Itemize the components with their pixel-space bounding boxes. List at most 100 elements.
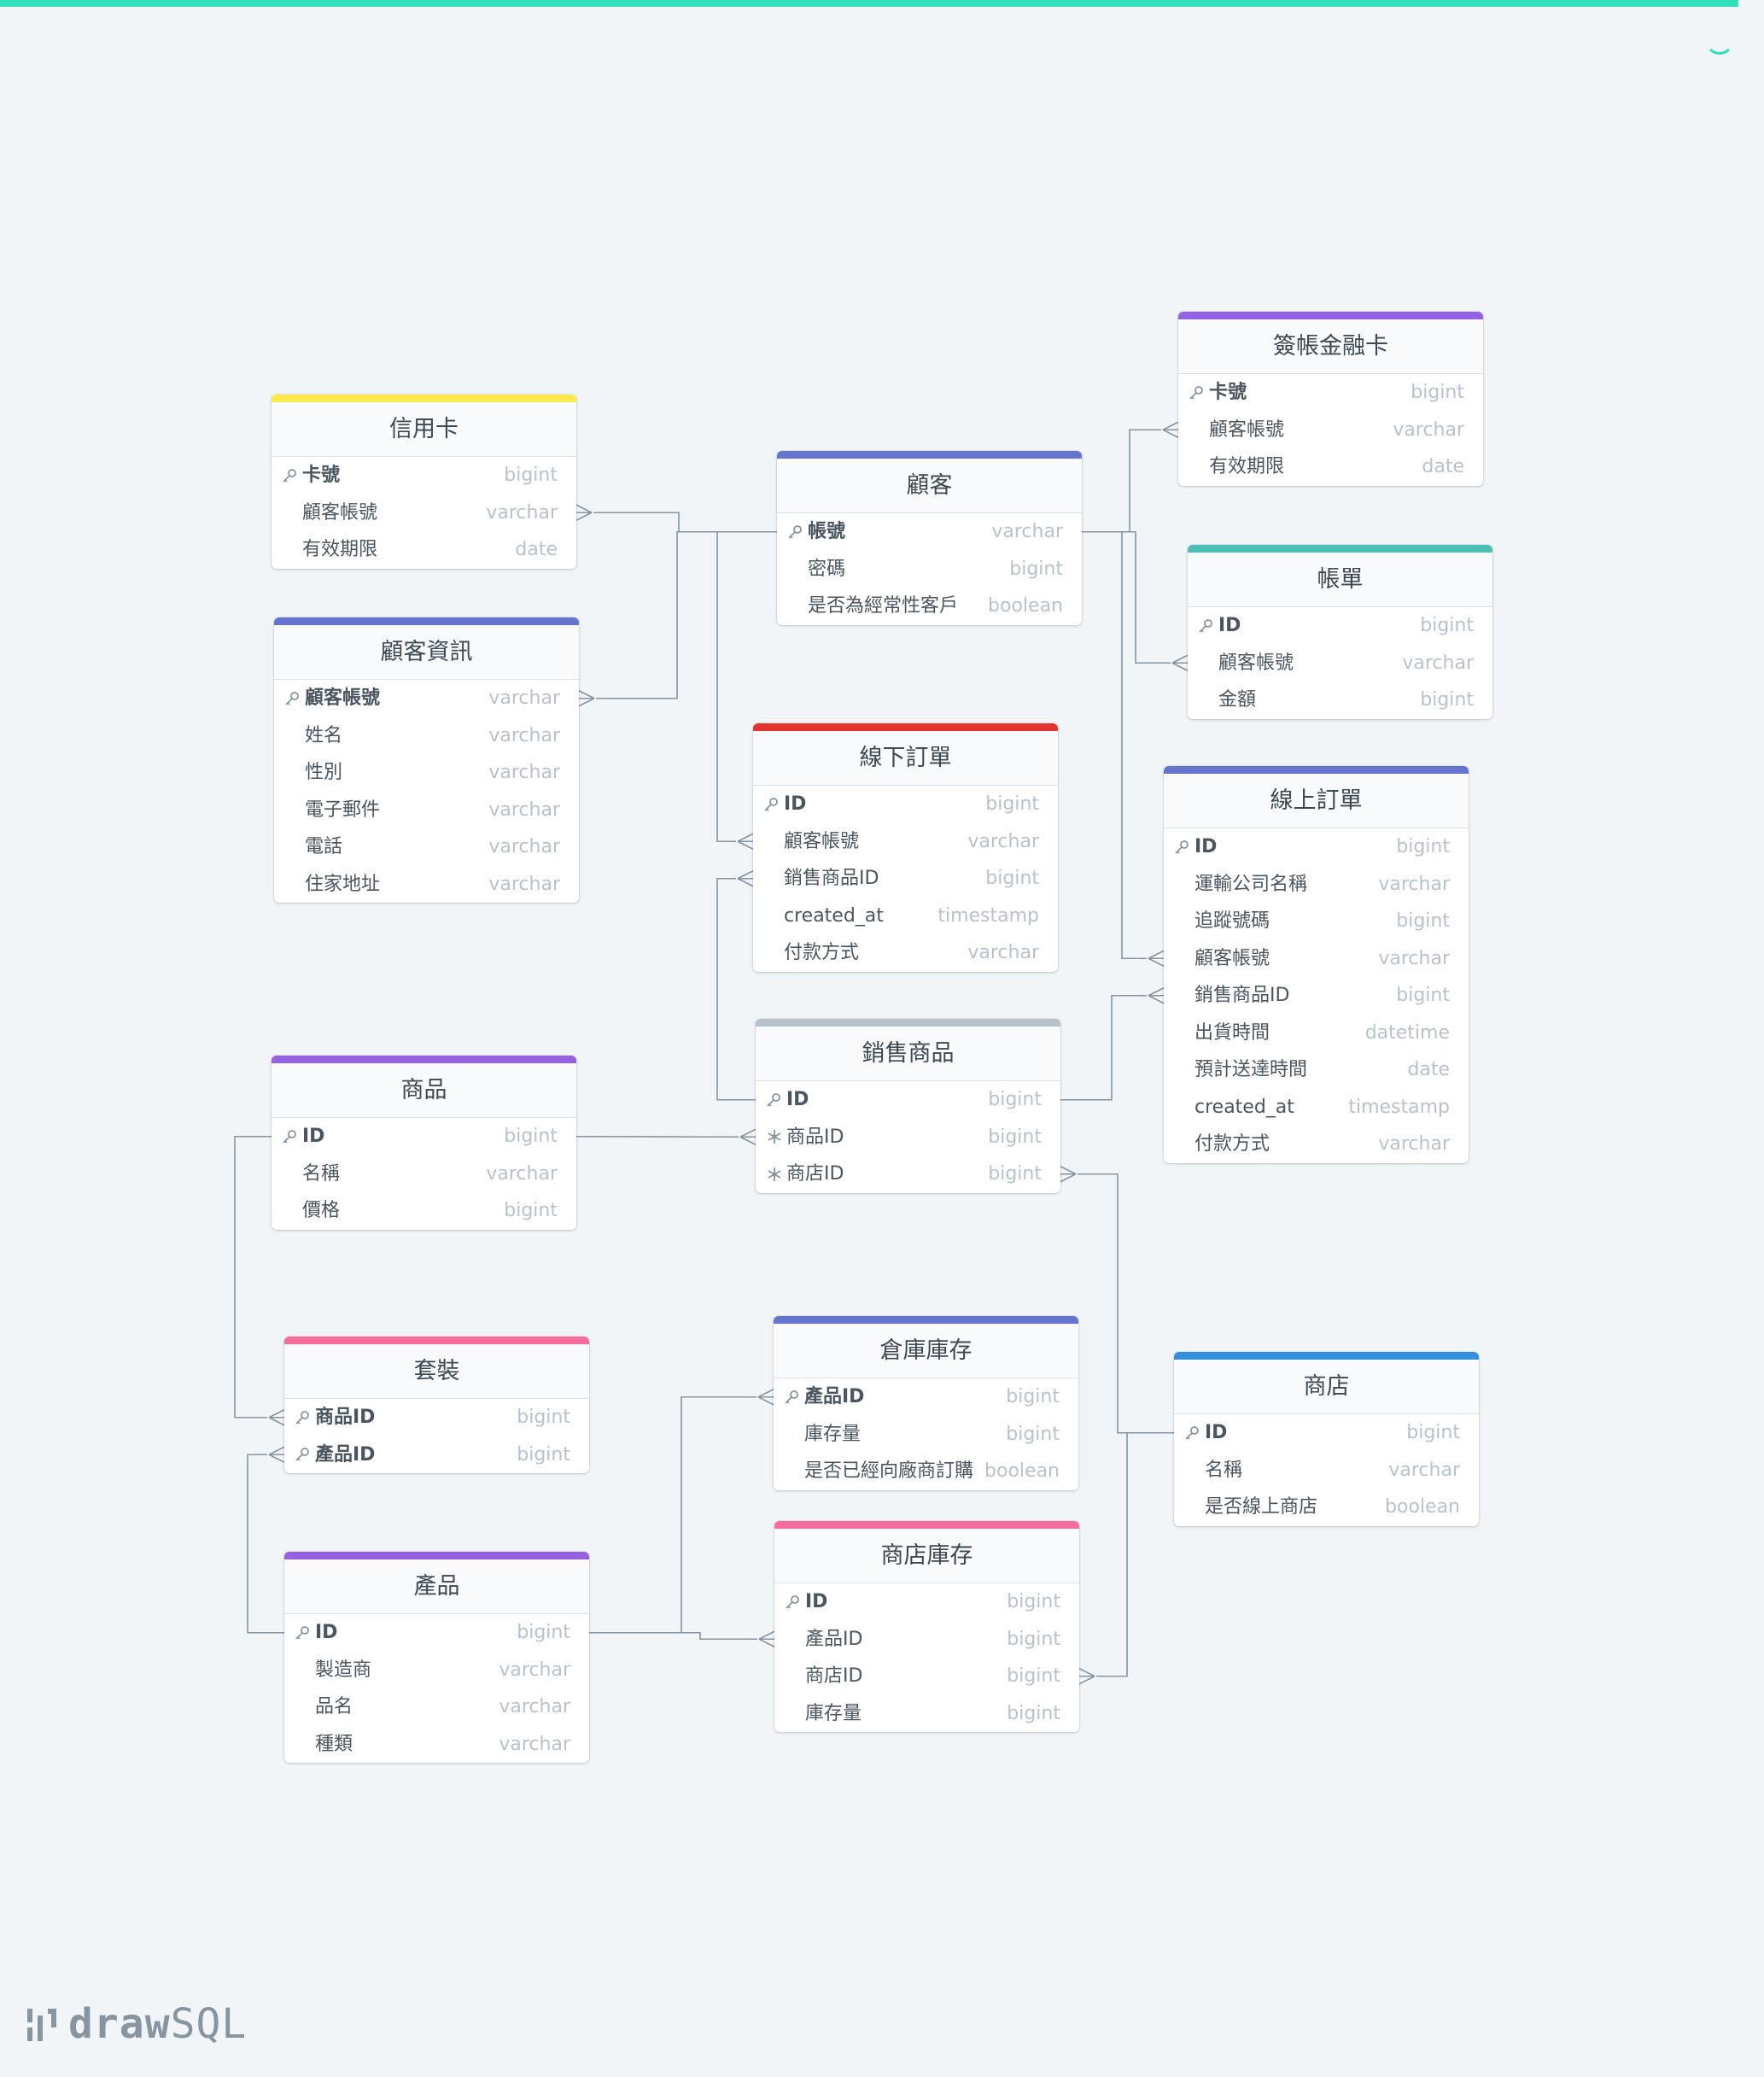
table-title[interactable]: 商品 [272,1063,576,1118]
table-title[interactable]: 顧客資訊 [274,625,579,680]
relation-line-2[interactable] [1082,530,1171,664]
relation-line-10[interactable] [1078,1173,1174,1434]
table-title[interactable]: 產品 [284,1559,589,1614]
table-title[interactable]: 銷售商品 [756,1027,1060,1081]
relation-line-0[interactable] [593,512,777,533]
table-title[interactable]: 線上訂單 [1164,774,1469,828]
table-title[interactable]: 線下訂單 [753,731,1058,786]
relation-line-11[interactable] [247,1454,284,1634]
table-title[interactable]: 倉庫庫存 [774,1324,1078,1378]
relation-line-1[interactable] [1082,429,1161,533]
relation-line-5[interactable] [1082,530,1147,960]
table-title[interactable]: 顧客 [777,459,1082,513]
relation-line-7[interactable] [1060,994,1147,1101]
relation-line-8[interactable] [575,1135,739,1138]
table-title[interactable]: 信用卡 [272,402,576,457]
relation-line-3[interactable] [596,530,777,699]
field-type: date [515,539,558,560]
table-title[interactable]: 商店 [1174,1360,1479,1414]
table-title[interactable]: 簽帳金融卡 [1178,319,1483,374]
table-title[interactable]: 套裝 [284,1344,589,1399]
drawsql-logo[interactable]: drawSQL [26,1998,247,2050]
field-name: 顧客帳號 [1209,418,1285,441]
relation-line-6[interactable] [716,877,756,1101]
relation-line-13[interactable] [589,1631,757,1641]
relation-line-9[interactable] [234,1135,272,1419]
relation-line-12[interactable] [589,1395,756,1634]
table-title[interactable]: 商店庫存 [774,1529,1079,1583]
table-title[interactable]: 帳單 [1188,553,1492,607]
relation-line-14[interactable] [1096,1431,1174,1677]
